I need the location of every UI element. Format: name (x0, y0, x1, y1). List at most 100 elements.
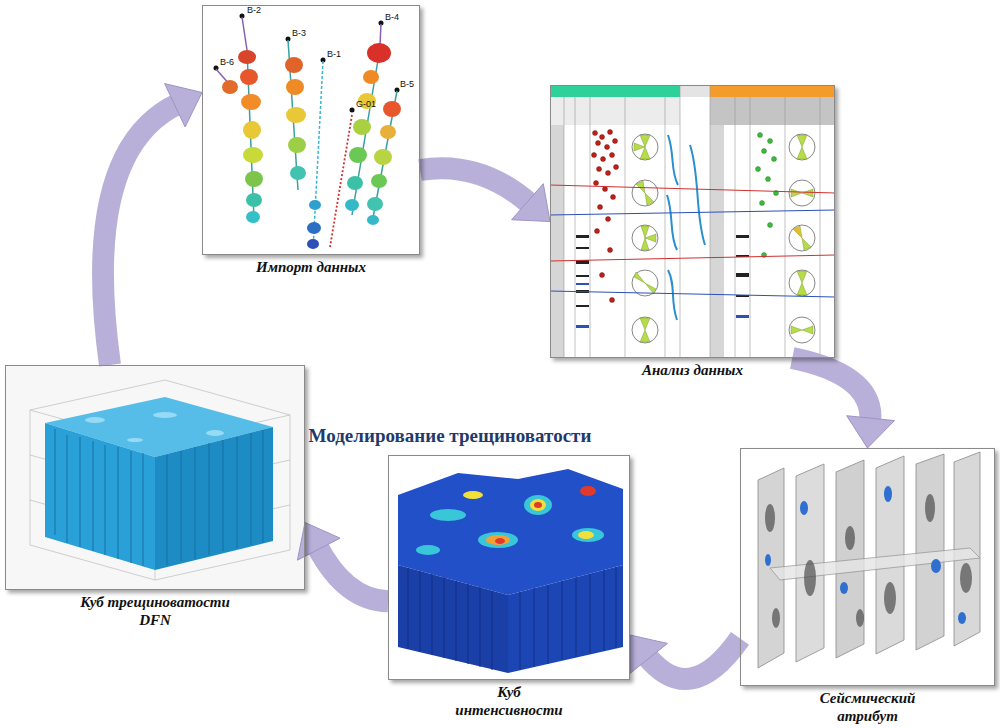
log-tracks-illustration (802, 189, 813, 197)
log-tracks-illustration (794, 227, 802, 238)
intensity-illustration (495, 538, 505, 544)
log-tracks-illustration (789, 180, 815, 206)
log-tracks-illustration (592, 130, 619, 303)
wells-illustration (349, 147, 367, 163)
wells-illustration (367, 215, 379, 225)
diagram-title: Моделирование трещиноватости (250, 425, 650, 447)
log-tracks-illustration (640, 135, 650, 147)
seismic-illustration (804, 560, 816, 596)
log-tracks-illustration (766, 177, 771, 182)
dfn-illustration (85, 412, 224, 442)
image-node: Анализ данных (550, 85, 835, 379)
wells-illustration (246, 211, 260, 223)
intensity-illustration (416, 486, 604, 555)
intensity-illustration (520, 592, 521, 670)
log-tracks-illustration (576, 283, 749, 328)
dfn-illustration (153, 412, 177, 418)
intensity-illustration (616, 567, 617, 648)
log-tracks-illustration (789, 270, 815, 296)
arrow-shaft (420, 168, 530, 204)
wells-illustration (242, 17, 247, 50)
log-tracks-illustration (590, 97, 591, 358)
intensity-illustration (604, 570, 605, 651)
dfn-illustration (30, 380, 290, 580)
log-tracks-illustration (550, 85, 835, 358)
intensity-illustration (408, 567, 616, 670)
wells-illustration (240, 69, 258, 85)
seismic-illustration (845, 526, 855, 550)
intensity-illustration (478, 532, 518, 548)
log-tracks-illustration (768, 139, 773, 144)
image-panel (202, 5, 420, 255)
log-tracks-illustration (606, 171, 611, 176)
log-tracks-illustration (603, 187, 608, 192)
log-tracks-illustration (785, 97, 786, 358)
intensity-illustration (548, 585, 549, 664)
log-tracks-illustration (667, 195, 677, 250)
well-label: B-3 (292, 28, 306, 38)
log-tracks-illustration (550, 291, 835, 297)
wells-illustration (353, 119, 371, 135)
log-tracks-illustration (632, 180, 658, 206)
log-tracks-illustration (789, 134, 815, 160)
arrow-shaft (792, 358, 870, 422)
log-tracks-illustration (632, 134, 658, 160)
wells-illustration (222, 80, 238, 94)
log-tracks-illustration (606, 217, 611, 222)
log-tracks-illustration (797, 271, 807, 283)
log-tracks-illustration (611, 195, 616, 200)
log-tracks-illustration (614, 165, 619, 170)
wells-illustration (363, 70, 379, 84)
dfn-illustration (92, 441, 93, 551)
log-tracks-illustration (758, 133, 763, 138)
log-tracks-illustration (736, 315, 749, 318)
dfn-illustration (5, 365, 305, 590)
well-label: B-5 (400, 79, 414, 89)
dfn-illustration (127, 438, 143, 442)
cycle-arrow (420, 168, 550, 221)
log-tracks-illustration (802, 238, 811, 250)
seismic-illustration (925, 494, 935, 522)
log-tracks-illustration (710, 125, 724, 358)
dfn-illustration (222, 440, 223, 551)
log-tracks-illustration (550, 210, 835, 215)
log-tracks-illustration (550, 185, 835, 297)
log-tracks-illustration (710, 97, 835, 125)
log-tracks-illustration (550, 125, 564, 358)
dfn-illustration (194, 447, 195, 559)
log-tracks-illustration (601, 157, 606, 162)
log-tracks-illustration (576, 325, 589, 328)
wells-illustration (241, 94, 261, 110)
wells-illustration (367, 43, 391, 63)
wells-illustration (307, 239, 319, 249)
well-label: B-6 (220, 57, 234, 67)
intensity-illustration (572, 528, 604, 542)
intensity-illustration (420, 571, 421, 652)
dfn-illustration (104, 445, 105, 555)
log-tracks-illustration (632, 317, 658, 343)
log-tracks-illustration (736, 235, 749, 238)
image-node: Сейсмический атрибут (740, 448, 995, 725)
log-tracks-illustration (625, 97, 626, 358)
seismic-illustration (960, 563, 972, 593)
intensity-illustration (580, 486, 596, 496)
wells-illustration (309, 200, 321, 210)
intensity-illustration (468, 584, 469, 664)
wells-illustration (290, 166, 306, 180)
image-caption: Куб интенсивности (454, 683, 564, 719)
cycle-arrow (297, 523, 388, 602)
log-tracks-illustration (789, 317, 815, 343)
log-tracks-illustration (550, 97, 680, 125)
dfn-illustration (180, 451, 181, 561)
log-tracks-illustration (608, 248, 613, 253)
log-tracks-illustration (667, 135, 705, 320)
log-tracks-illustration (665, 97, 666, 358)
intensity-illustration (416, 545, 440, 555)
cycle-arrow (103, 84, 202, 365)
arrow-shaft (103, 104, 178, 365)
log-tracks-illustration (645, 283, 656, 294)
log-tracks-illustration (634, 135, 813, 342)
log-tracks-illustration (632, 270, 658, 296)
seismic-illustration (840, 582, 848, 594)
